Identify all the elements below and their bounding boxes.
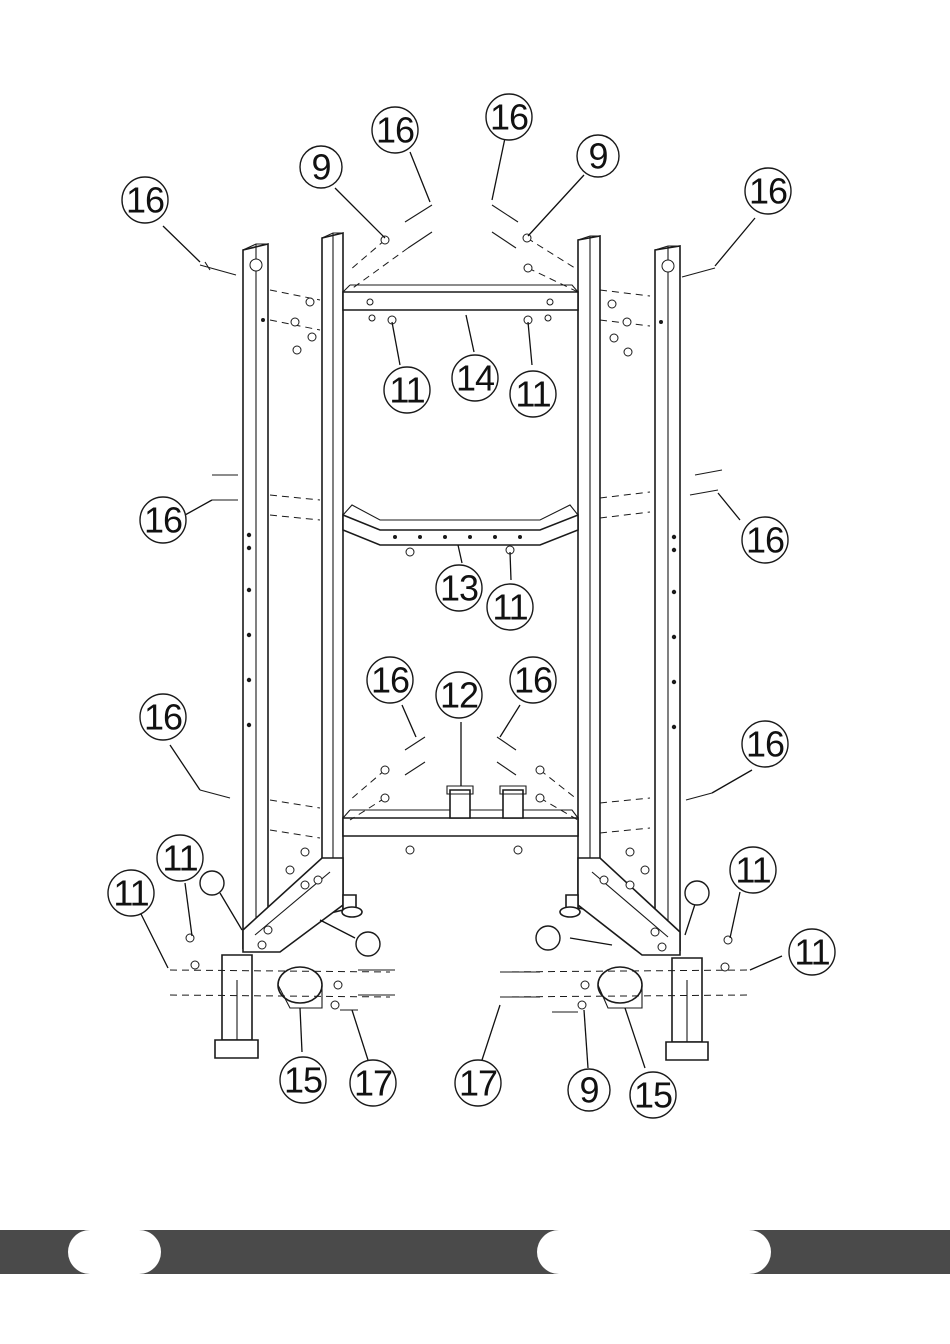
callout-16-low-center-right: 16	[510, 657, 556, 703]
crossbar-bottom	[343, 786, 578, 836]
crossbar-14	[343, 285, 578, 330]
svg-text:16: 16	[749, 171, 787, 212]
svg-text:15: 15	[634, 1075, 672, 1116]
svg-text:11: 11	[162, 838, 197, 879]
svg-text:11: 11	[515, 374, 550, 415]
svg-text:16: 16	[126, 180, 164, 221]
svg-text:16: 16	[376, 110, 414, 151]
svg-text:17: 17	[354, 1063, 392, 1104]
svg-text:9: 9	[579, 1070, 598, 1111]
svg-text:16: 16	[490, 97, 528, 138]
callout-blank-right-b	[536, 926, 560, 950]
callout-9-bottom-right: 9	[568, 1069, 610, 1111]
callout-11-upper-left: 11	[384, 367, 430, 413]
callout-16-top-left: 16	[122, 177, 168, 223]
callout-11-foot-left-b: 11	[108, 870, 154, 916]
svg-text:11: 11	[492, 587, 527, 628]
svg-text:9: 9	[311, 147, 330, 188]
callout-16-top-center-left: 16	[372, 107, 418, 153]
svg-text:16: 16	[144, 500, 182, 541]
svg-text:12: 12	[440, 675, 478, 716]
svg-text:16: 16	[746, 520, 784, 561]
right-inner-upright	[578, 236, 600, 912]
callout-16-top-right: 16	[745, 168, 791, 214]
svg-text:11: 11	[735, 850, 770, 891]
callout-blank-left-a	[200, 871, 224, 895]
svg-text:13: 13	[440, 568, 478, 609]
callout-blank-right-a	[685, 881, 709, 905]
footer-pill-right	[537, 1230, 771, 1274]
callout-14: 14	[452, 355, 498, 401]
assembly-diagram: 16 9 16 16 9 16 11 14 11 16 13 11 16 16 …	[0, 0, 950, 1230]
callout-17-left: 17	[350, 1060, 396, 1106]
svg-text:16: 16	[144, 697, 182, 738]
callout-11-mid: 11	[487, 584, 533, 630]
callout-16-mid-right: 16	[742, 517, 788, 563]
svg-text:15: 15	[284, 1060, 322, 1101]
callout-16-low-right: 16	[742, 721, 788, 767]
svg-text:11: 11	[389, 370, 424, 411]
callout-13: 13	[436, 565, 482, 611]
callout-16-low-center-left: 16	[367, 657, 413, 703]
crossbar-13	[343, 505, 578, 545]
svg-text:11: 11	[113, 873, 148, 914]
callout-15-right: 15	[630, 1072, 676, 1118]
callout-12: 12	[436, 672, 482, 718]
svg-text:16: 16	[746, 724, 784, 765]
callout-9-top-right: 9	[577, 135, 619, 177]
callout-11-upper-right: 11	[510, 371, 556, 417]
callout-17-right: 17	[455, 1060, 501, 1106]
callout-16-low-left: 16	[140, 694, 186, 740]
svg-text:9: 9	[588, 136, 607, 177]
svg-text:16: 16	[514, 660, 552, 701]
svg-text:17: 17	[459, 1063, 497, 1104]
callout-11-foot-right-b: 11	[789, 929, 835, 975]
callout-11-foot-left-a: 11	[157, 835, 203, 881]
footer-pill-left	[68, 1230, 161, 1274]
svg-text:11: 11	[794, 932, 829, 973]
callout-9-top-left: 9	[300, 146, 342, 188]
callout-16-mid-left: 16	[140, 497, 186, 543]
callout-11-foot-right-a: 11	[730, 847, 776, 893]
callout-15-left: 15	[280, 1057, 326, 1103]
callout-blank-left-b	[356, 932, 380, 956]
svg-text:16: 16	[371, 660, 409, 701]
svg-text:14: 14	[456, 358, 494, 399]
callout-16-top-center-right: 16	[486, 94, 532, 140]
left-foot-bracket	[215, 858, 362, 1058]
